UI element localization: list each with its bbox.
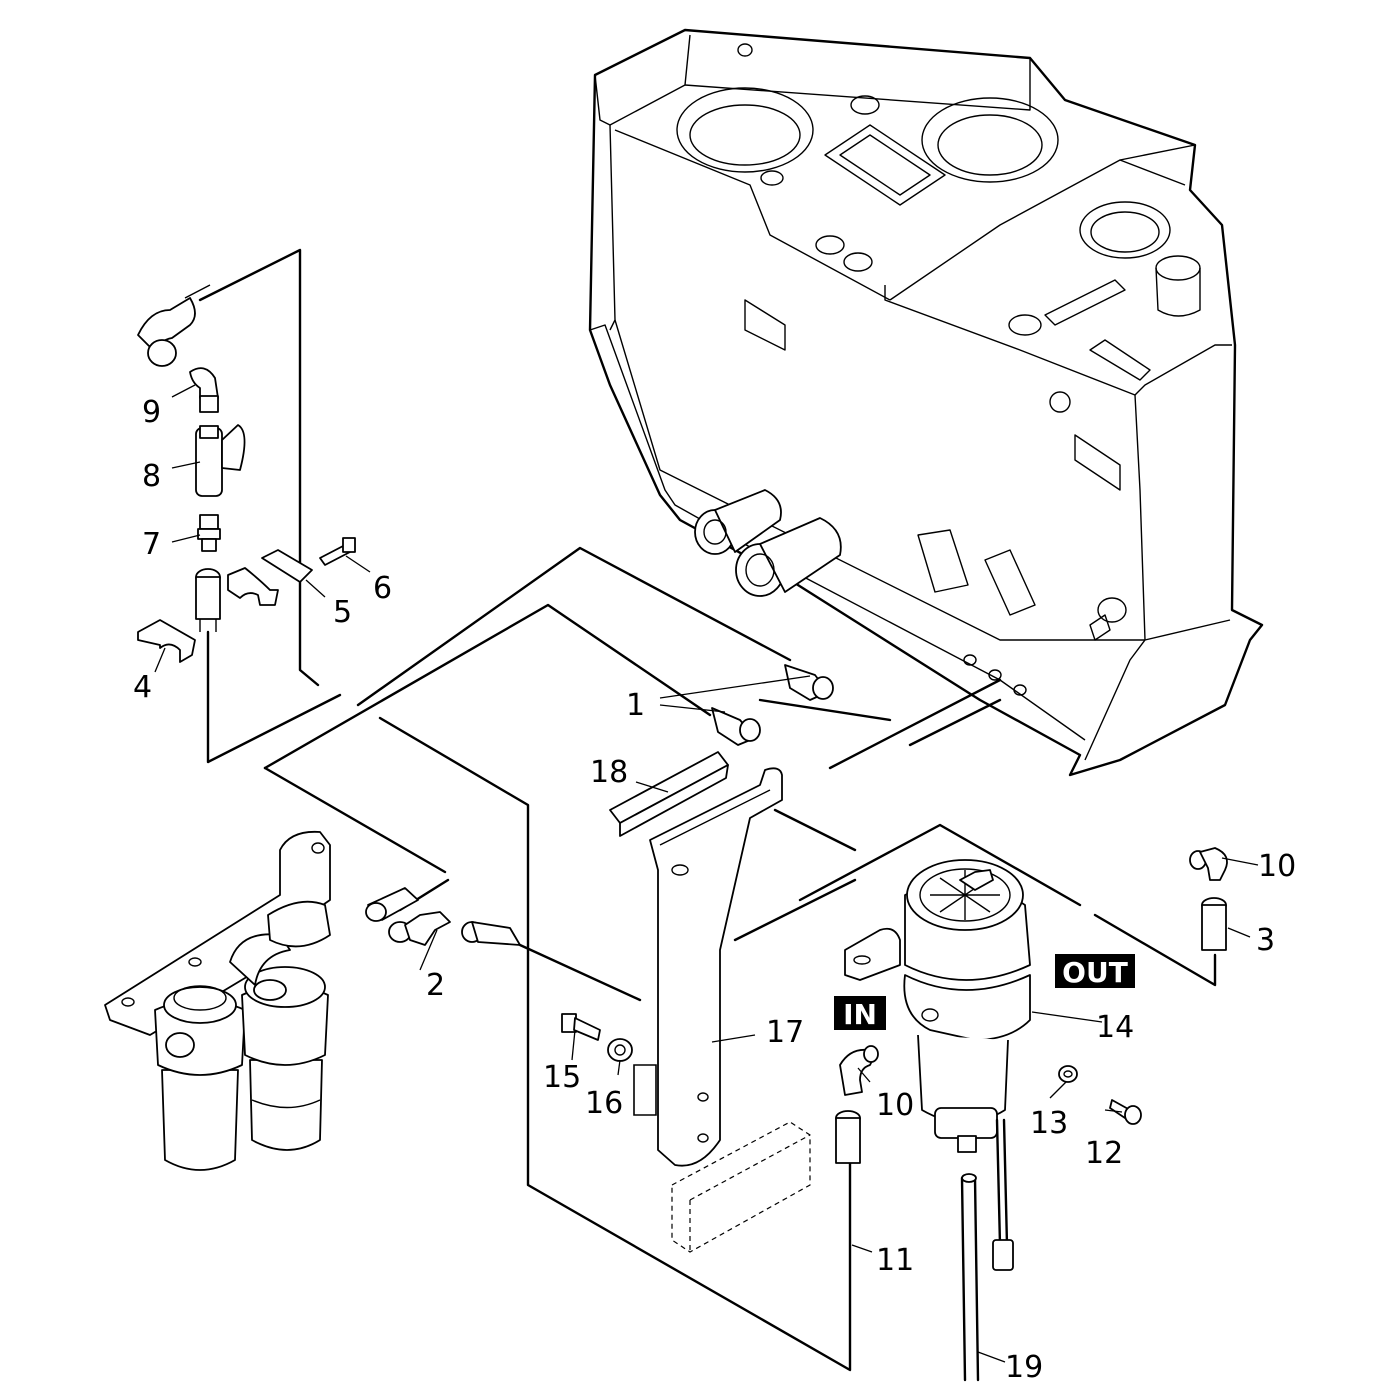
- bolt-6: [319, 537, 356, 566]
- callout-9: 9: [142, 395, 161, 430]
- callout-18: 18: [590, 755, 628, 790]
- callout-8: 8: [142, 459, 161, 494]
- callout-17: 17: [766, 1015, 804, 1050]
- in-tag: IN: [834, 996, 886, 1031]
- double-fuel-filter: [104, 830, 331, 1171]
- elbow-fitting-10-in: [839, 1045, 879, 1096]
- hose-fitting-2-lower: [461, 921, 521, 946]
- hose-end-3: [1201, 897, 1227, 951]
- hose-fitting-2-upper: [365, 887, 419, 922]
- out-tag: OUT: [1055, 954, 1135, 989]
- callout-2: 2: [426, 968, 445, 1003]
- tank-frame: [588, 28, 1264, 777]
- fuel-prefilter-14: [844, 859, 1031, 1153]
- callout-7: 7: [142, 527, 161, 562]
- leader-lines: [154, 384, 1259, 1363]
- callout-10-out: 10: [1258, 849, 1296, 884]
- elbow-fitting-9: [189, 367, 219, 413]
- callout-5: 5: [333, 595, 352, 630]
- spacer-plate-18: [609, 751, 729, 837]
- washer-13: [1058, 1065, 1078, 1083]
- callout-13: 13: [1030, 1106, 1068, 1141]
- callout-6: 6: [373, 571, 392, 606]
- pipe-fitting-1-lower: [711, 707, 761, 746]
- callout-3: 3: [1256, 923, 1275, 958]
- drain-hose-19: [960, 1173, 980, 1382]
- callout-4: 4: [133, 670, 152, 705]
- bolt-12: [1109, 1099, 1142, 1125]
- bolt-15: [561, 1013, 601, 1041]
- callout-1: 1: [626, 688, 645, 723]
- callout-15: 15: [543, 1060, 581, 1095]
- pipe-fitting-1-upper: [784, 664, 834, 701]
- nipple-fitting-7: [197, 514, 221, 552]
- clamp-half-4: [137, 619, 196, 663]
- callout-16: 16: [585, 1086, 623, 1121]
- shut-off-valve-8: [195, 424, 246, 497]
- callout-19: 19: [1005, 1350, 1043, 1385]
- washer-16: [607, 1038, 633, 1062]
- elbow-fitting-10-out: [1189, 847, 1228, 881]
- callout-11: 11: [876, 1243, 914, 1278]
- mounting-bracket-17: [649, 767, 811, 1253]
- callout-14: 14: [1096, 1010, 1134, 1045]
- in-tag-label: IN: [843, 998, 877, 1031]
- callout-labels: 1 2 3 4 5 6 7 8 9 10 10 11 12 13 14 15 1…: [133, 395, 1296, 1385]
- hose-end-fitting: [195, 568, 221, 632]
- hose-routing-lines: [198, 248, 1217, 1372]
- plate-5: [261, 549, 313, 583]
- elbow-fitting-2: [388, 911, 451, 946]
- callout-10-in: 10: [876, 1088, 914, 1123]
- out-tag-label: OUT: [1062, 956, 1128, 989]
- clamp-half-5: [227, 567, 279, 606]
- callout-12: 12: [1085, 1136, 1123, 1171]
- hose-end-11: [835, 1110, 861, 1164]
- sensor-cable: [992, 1118, 1014, 1271]
- hose-elbow-assembly: [137, 284, 211, 367]
